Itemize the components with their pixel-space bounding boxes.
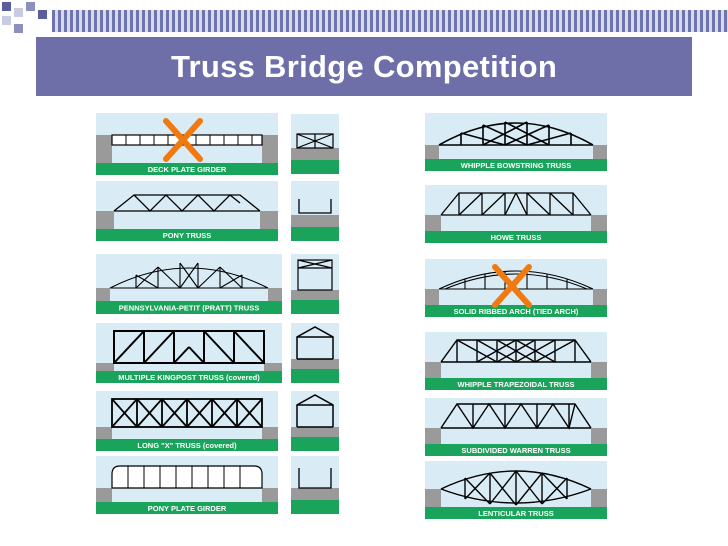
cross-section-pony-plate-girder [291, 456, 339, 514]
long-x-diagram: LONG "X" TRUSS (covered) [96, 391, 278, 451]
bridge-label: PONY PLATE GIRDER [148, 504, 227, 513]
cross-section-diagram [291, 114, 339, 174]
bridge-label: MULTIPLE KINGPOST TRUSS (covered) [118, 373, 260, 382]
bridge-label: WHIPPLE BOWSTRING TRUSS [461, 161, 571, 170]
bridge-label: LONG "X" TRUSS (covered) [137, 441, 237, 450]
header-stripes [52, 10, 728, 32]
bridge-panel-whipple-trapezoidal: WHIPPLE TRAPEZOIDAL TRUSS [425, 332, 607, 390]
cross-section-diagram [291, 456, 339, 514]
corner-squares [2, 2, 47, 33]
cross-section-deck-plate-girder [291, 114, 339, 174]
howe-truss-diagram: HOWE TRUSS [425, 185, 607, 243]
bridge-label: SUBDIVIDED WARREN TRUSS [461, 446, 570, 455]
bridge-panel-pennsylvania-petit: PENNSYLVANIA-PETIT (PRATT) TRUSS [96, 254, 282, 314]
bridge-panel-multiple-kingpost: MULTIPLE KINGPOST TRUSS (covered) [96, 323, 282, 383]
bridge-label: WHIPPLE TRAPEZOIDAL TRUSS [458, 380, 575, 389]
cross-section-pennsylvania-petit [291, 254, 339, 314]
reject-mark-icon [163, 118, 203, 162]
bridge-label: HOWE TRUSS [491, 233, 542, 242]
bridge-label: LENTICULAR TRUSS [478, 509, 553, 518]
bridge-label: PONY TRUSS [163, 231, 212, 240]
bridge-label: SOLID RIBBED ARCH (TIED ARCH) [454, 307, 579, 316]
bridge-label: PENNSYLVANIA-PETIT (PRATT) TRUSS [119, 304, 259, 313]
bridge-panel-subdivided-warren: SUBDIVIDED WARREN TRUSS [425, 398, 607, 456]
bridge-panel-whipple-bowstring: WHIPPLE BOWSTRING TRUSS [425, 113, 607, 171]
bridge-panel-pony-plate-girder: PONY PLATE GIRDER [96, 456, 278, 514]
cross-section-diagram [291, 323, 339, 383]
cross-section-diagram [291, 391, 339, 451]
whipple-trapezoidal-diagram: WHIPPLE TRAPEZOIDAL TRUSS [425, 332, 607, 390]
pony-plate-girder-diagram: PONY PLATE GIRDER [96, 456, 278, 514]
bridge-panel-long-x: LONG "X" TRUSS (covered) [96, 391, 278, 451]
cross-section-diagram [291, 181, 339, 241]
whipple-bowstring-diagram: WHIPPLE BOWSTRING TRUSS [425, 113, 607, 171]
subdivided-warren-diagram: SUBDIVIDED WARREN TRUSS [425, 398, 607, 456]
bridge-panel-pony-truss: PONY TRUSS [96, 181, 278, 241]
multiple-kingpost-diagram: MULTIPLE KINGPOST TRUSS (covered) [96, 323, 282, 383]
solid-ribbed-arch-diagram: SOLID RIBBED ARCH (TIED ARCH) [425, 259, 607, 317]
bridge-panel-lenticular: LENTICULAR TRUSS [425, 461, 607, 519]
reject-mark-icon [492, 264, 532, 308]
bridge-panel-solid-ribbed-arch: SOLID RIBBED ARCH (TIED ARCH) [425, 259, 607, 317]
deck-plate-girder-diagram: DECK PLATE GIRDER [96, 113, 278, 175]
bridge-panel-deck-plate-girder: DECK PLATE GIRDER [96, 113, 278, 175]
slide-title: Truss Bridge Competition [170, 48, 558, 84]
cross-section-diagram [291, 254, 339, 314]
cross-section-pony-truss [291, 181, 339, 241]
lenticular-diagram: LENTICULAR TRUSS [425, 461, 607, 519]
cross-section-multiple-kingpost [291, 323, 339, 383]
cross-section-long-x [291, 391, 339, 451]
bridge-label: DECK PLATE GIRDER [148, 165, 227, 174]
title-bar: Truss Bridge Competition [36, 37, 692, 96]
bridge-panel-howe-truss: HOWE TRUSS [425, 185, 607, 243]
pony-truss-diagram: PONY TRUSS [96, 181, 278, 241]
pennsylvania-petit-diagram: PENNSYLVANIA-PETIT (PRATT) TRUSS [96, 254, 282, 314]
